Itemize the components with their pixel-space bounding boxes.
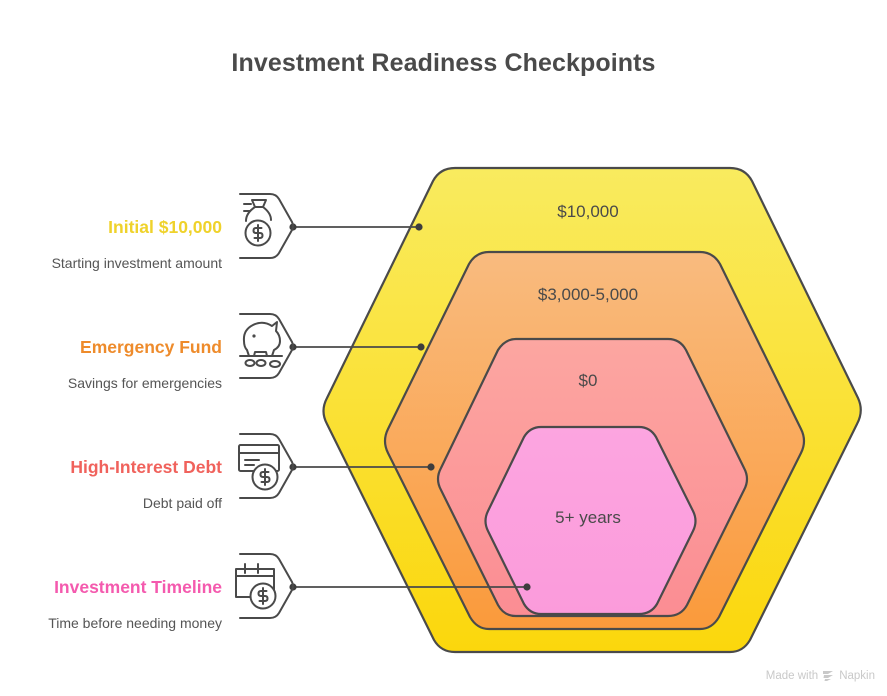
hexagon-bracket-shape: [239, 313, 294, 379]
legend-description: Debt paid off: [142, 495, 222, 511]
made-with-label: Made with: [765, 669, 819, 682]
connector-dot-end-4: [523, 583, 531, 591]
hexagon-bracket-shape: [239, 193, 294, 259]
legend-item-high-interest-debt[interactable]: High-Interest Debt Debt paid off: [0, 457, 222, 513]
hexagon-ring-2: [383, 250, 806, 631]
legend-description: Savings for emergencies: [67, 375, 222, 391]
money-bag-dollar-icon: [243, 199, 272, 247]
made-with-napkin-badge[interactable]: Made with Napkin: [766, 669, 875, 682]
page-title: Investment Readiness Checkpoints: [231, 49, 656, 77]
legend-label: Emergency Fund: [80, 337, 222, 357]
legend-item-investment-timeline[interactable]: Investment Timeline Time before needing …: [0, 577, 222, 633]
icon-badge-high-interest-debt: [230, 429, 302, 503]
hexagon-ring-3: [436, 337, 749, 618]
icon-badge-emergency-fund: [230, 309, 302, 383]
legend-item-emergency-fund[interactable]: Emergency Fund Savings for emergencies: [0, 337, 222, 393]
legend-item-initial-investment[interactable]: Initial $10,000 Starting investment amou…: [0, 217, 222, 273]
hexagon-value-1: $10,000: [557, 202, 618, 221]
legend-label: Initial $10,000: [108, 217, 222, 237]
hexagon-bracket-shape: [239, 433, 294, 499]
legend-description: Starting investment amount: [51, 255, 222, 271]
legend-label: Investment Timeline: [54, 577, 222, 597]
calendar-dollar-icon: [235, 563, 277, 610]
connector-dot-end-2: [417, 343, 425, 351]
icon-badge-investment-timeline: [230, 549, 302, 623]
hexagon-ring-4: [484, 425, 697, 616]
hexagon-value-3: $0: [579, 371, 598, 390]
napkin-logo-icon: [823, 671, 834, 681]
legend-label: High-Interest Debt: [70, 457, 222, 477]
napkin-brand-label: Napkin: [839, 669, 875, 682]
icon-badge-initial-investment: [230, 189, 302, 263]
hexagon-value-4: 5+ years: [555, 508, 621, 527]
connector-dot-end-3: [427, 463, 435, 471]
hexagon-ring-1: [322, 166, 862, 654]
connector-dot-end-1: [415, 223, 423, 231]
hexagon-value-2: $3,000-5,000: [538, 285, 638, 304]
legend-description: Time before needing money: [48, 615, 222, 631]
credit-card-dollar-icon: [238, 444, 280, 491]
piggy-bank-icon: [239, 321, 283, 368]
hexagon-bracket-shape: [239, 553, 294, 619]
